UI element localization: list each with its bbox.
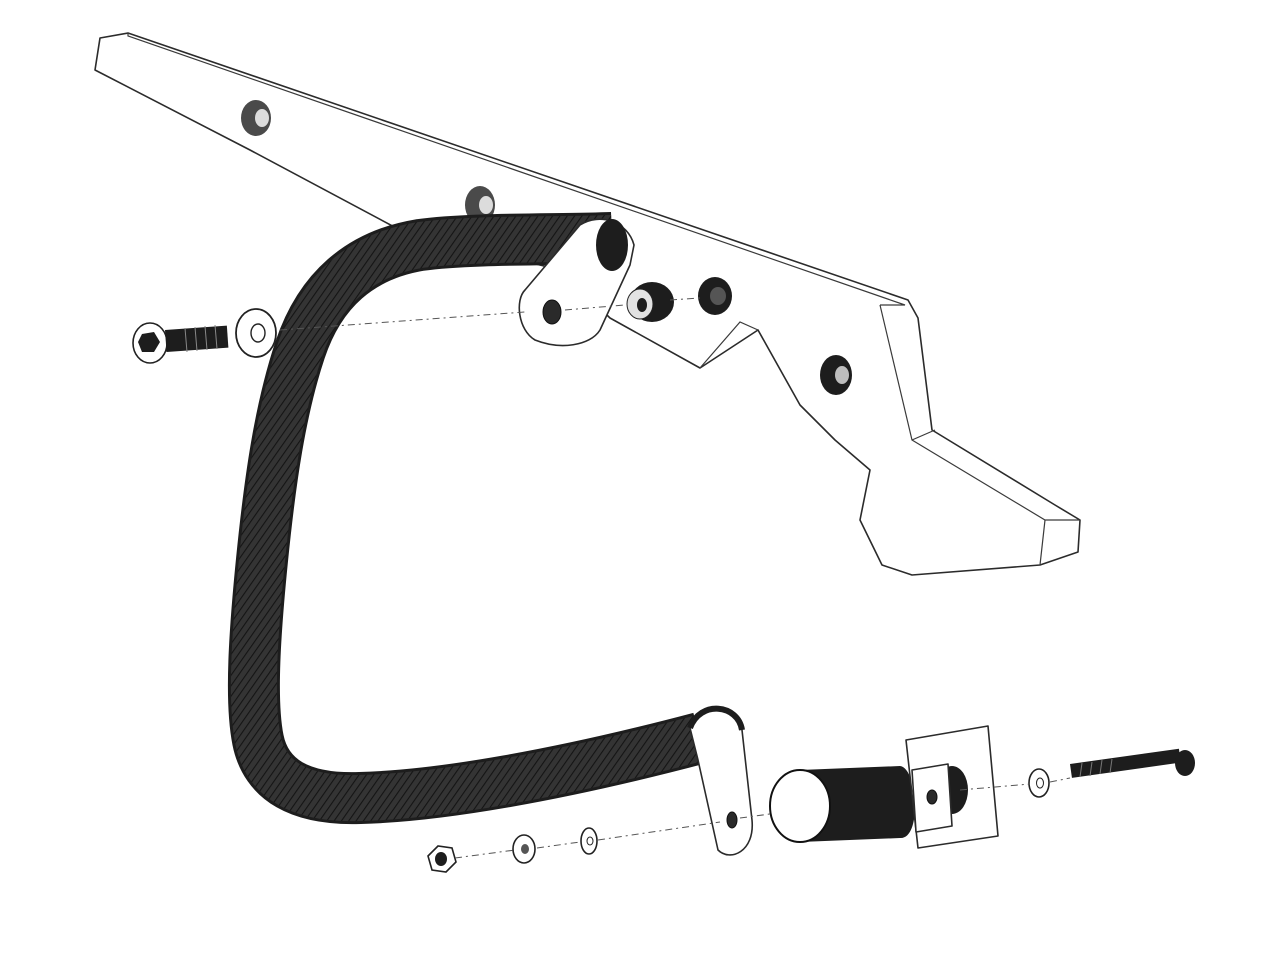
upper-axis-line bbox=[279, 311, 526, 331]
assembly-axis-lines bbox=[279, 297, 1071, 859]
lower-small-washer bbox=[580, 827, 598, 855]
lower-left-axis-line bbox=[454, 821, 721, 859]
upper-spacer-axis-line bbox=[564, 297, 701, 311]
lower-washer bbox=[1028, 768, 1050, 798]
lower-end-tab bbox=[687, 705, 753, 856]
lower-sleeve bbox=[769, 766, 916, 843]
lower-right-axis-line bbox=[739, 777, 1071, 819]
crash-bar-tube bbox=[227, 212, 707, 825]
plate-boss-lower-right bbox=[820, 355, 852, 395]
lower-nut bbox=[427, 845, 457, 873]
plate-boss-upper-left bbox=[241, 100, 271, 136]
long-bolt bbox=[1070, 748, 1195, 778]
upper-end-tab bbox=[518, 218, 635, 347]
upper-spacer-nut bbox=[698, 277, 732, 315]
upper-washer bbox=[235, 308, 277, 358]
lower-bracket bbox=[905, 725, 999, 849]
lower-lock-washer bbox=[512, 834, 536, 864]
upper-spacer bbox=[626, 282, 674, 322]
upper-bolt bbox=[132, 322, 229, 364]
